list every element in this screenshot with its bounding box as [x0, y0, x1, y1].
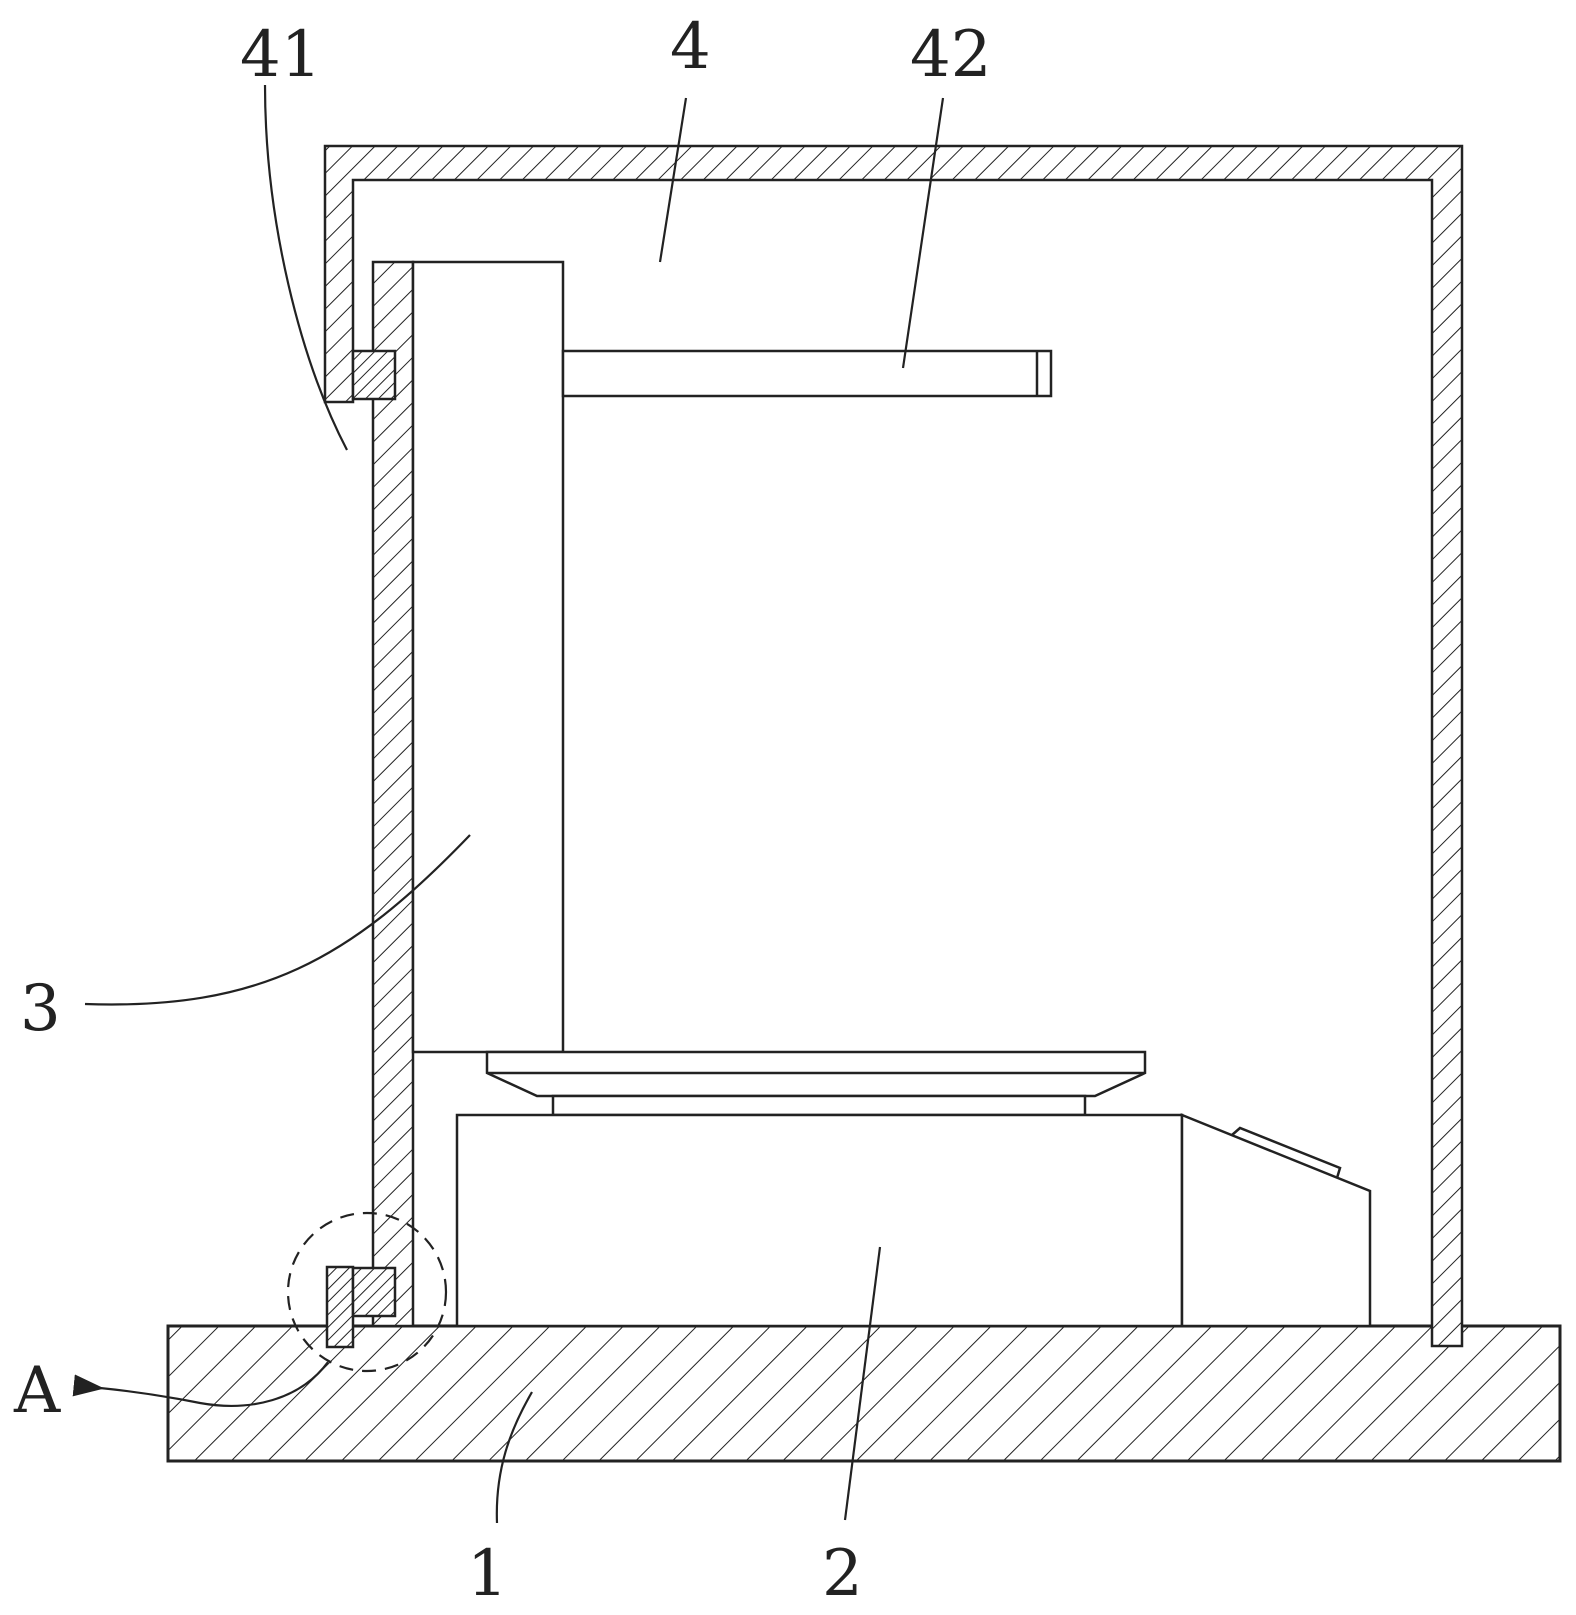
- leader-1: [495, 1391, 533, 1524]
- label-1: 1: [467, 1537, 508, 1611]
- scale-display-screen: [1231, 1126, 1342, 1179]
- leader-4: [658, 97, 688, 263]
- label-A: A: [13, 1354, 61, 1428]
- scale-display-housing: [1180, 1113, 1372, 1328]
- support-column: [411, 260, 565, 1054]
- leader-A: [72, 1361, 329, 1407]
- door-panel: [371, 260, 415, 1328]
- label-2: 2: [822, 1537, 863, 1611]
- label-42: 42: [910, 18, 991, 92]
- lower-slider-block: [351, 1266, 397, 1318]
- base-plate: [166, 1324, 1562, 1463]
- leader-2: [843, 1246, 882, 1521]
- label-4: 4: [670, 10, 711, 84]
- cover-shell: [323, 144, 1464, 1348]
- pan-support: [551, 1094, 1087, 1117]
- camera-arm: [561, 349, 1053, 398]
- leader-3: [84, 834, 471, 1006]
- leader-42: [901, 97, 945, 369]
- leader-41: [263, 84, 348, 451]
- scale-body: [455, 1113, 1184, 1328]
- label-3: 3: [20, 972, 61, 1046]
- upper-slider-block: [351, 349, 397, 401]
- lower-guide-block: [325, 1265, 355, 1349]
- detail-circle: [286, 1211, 448, 1373]
- label-41: 41: [240, 18, 321, 92]
